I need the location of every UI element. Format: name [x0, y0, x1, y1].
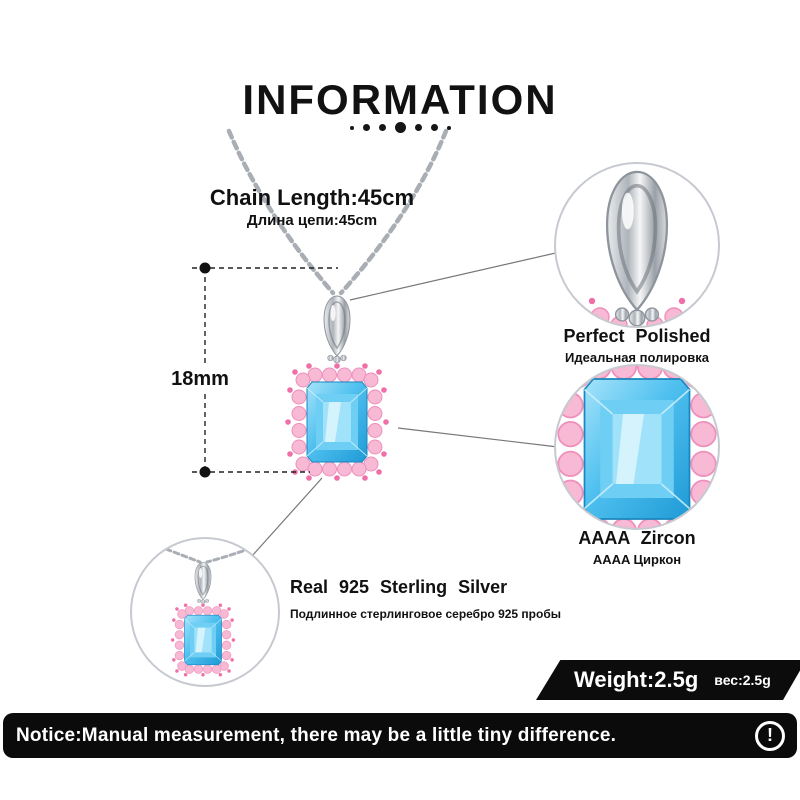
dot [414, 124, 422, 131]
weight-banner: Weight:2.5g вес:2.5g [536, 660, 800, 700]
dot [362, 124, 370, 131]
callout-polished-en: Perfect Polished [563, 326, 711, 346]
callout-silver-label: Real 925 Sterling Silver Подлинное стерл… [290, 577, 600, 621]
weight-ru: вес:2.5g [714, 672, 771, 688]
magnifier-circle-silver [130, 537, 280, 687]
callout-silver-ru: Подлинное стерлинговое серебро 925 пробы [290, 607, 562, 621]
pendant-height-label: 18mm [158, 366, 242, 393]
weight-en: Weight:2.5g [574, 667, 699, 692]
dot [378, 124, 386, 131]
chain-length-label: Chain Length:45cm Длина цепи:45cm [132, 185, 492, 229]
callout-zircon-en: AAAA Zircon [578, 528, 696, 548]
dot [349, 125, 354, 130]
notice-banner: Notice:Manual measurement, there may be … [3, 713, 797, 758]
chain-length-ru: Длина цепи:45cm [246, 212, 378, 229]
pendant-gem [284, 362, 390, 482]
page-title: INFORMATION [242, 76, 558, 123]
dot [430, 124, 438, 131]
callout-silver-en: Real 925 Sterling Silver [290, 577, 508, 597]
chain-length-en: Chain Length:45cm [209, 185, 415, 210]
exclamation-glyph: ! [767, 725, 773, 745]
exclamation-icon: ! [755, 720, 785, 751]
magnifier-circle-zircon [554, 364, 720, 530]
dots-divider [0, 122, 800, 133]
callout-zircon-label: AAAA Zircon AAAA Циркон [512, 528, 762, 567]
magnifier-circle-polished [554, 162, 720, 328]
notice-text: Notice:Manual measurement, there may be … [16, 724, 617, 746]
pendant-bail [323, 295, 351, 364]
necklace-chain [226, 128, 449, 296]
callout-polished-ru: Идеальная полировка [565, 350, 709, 365]
callout-polished-label: Perfect Polished Идеальная полировка [512, 326, 762, 365]
callout-zircon-ru: AAAA Циркон [592, 552, 682, 567]
dot [394, 122, 406, 133]
dot [446, 125, 451, 130]
connector-lines [251, 251, 561, 557]
